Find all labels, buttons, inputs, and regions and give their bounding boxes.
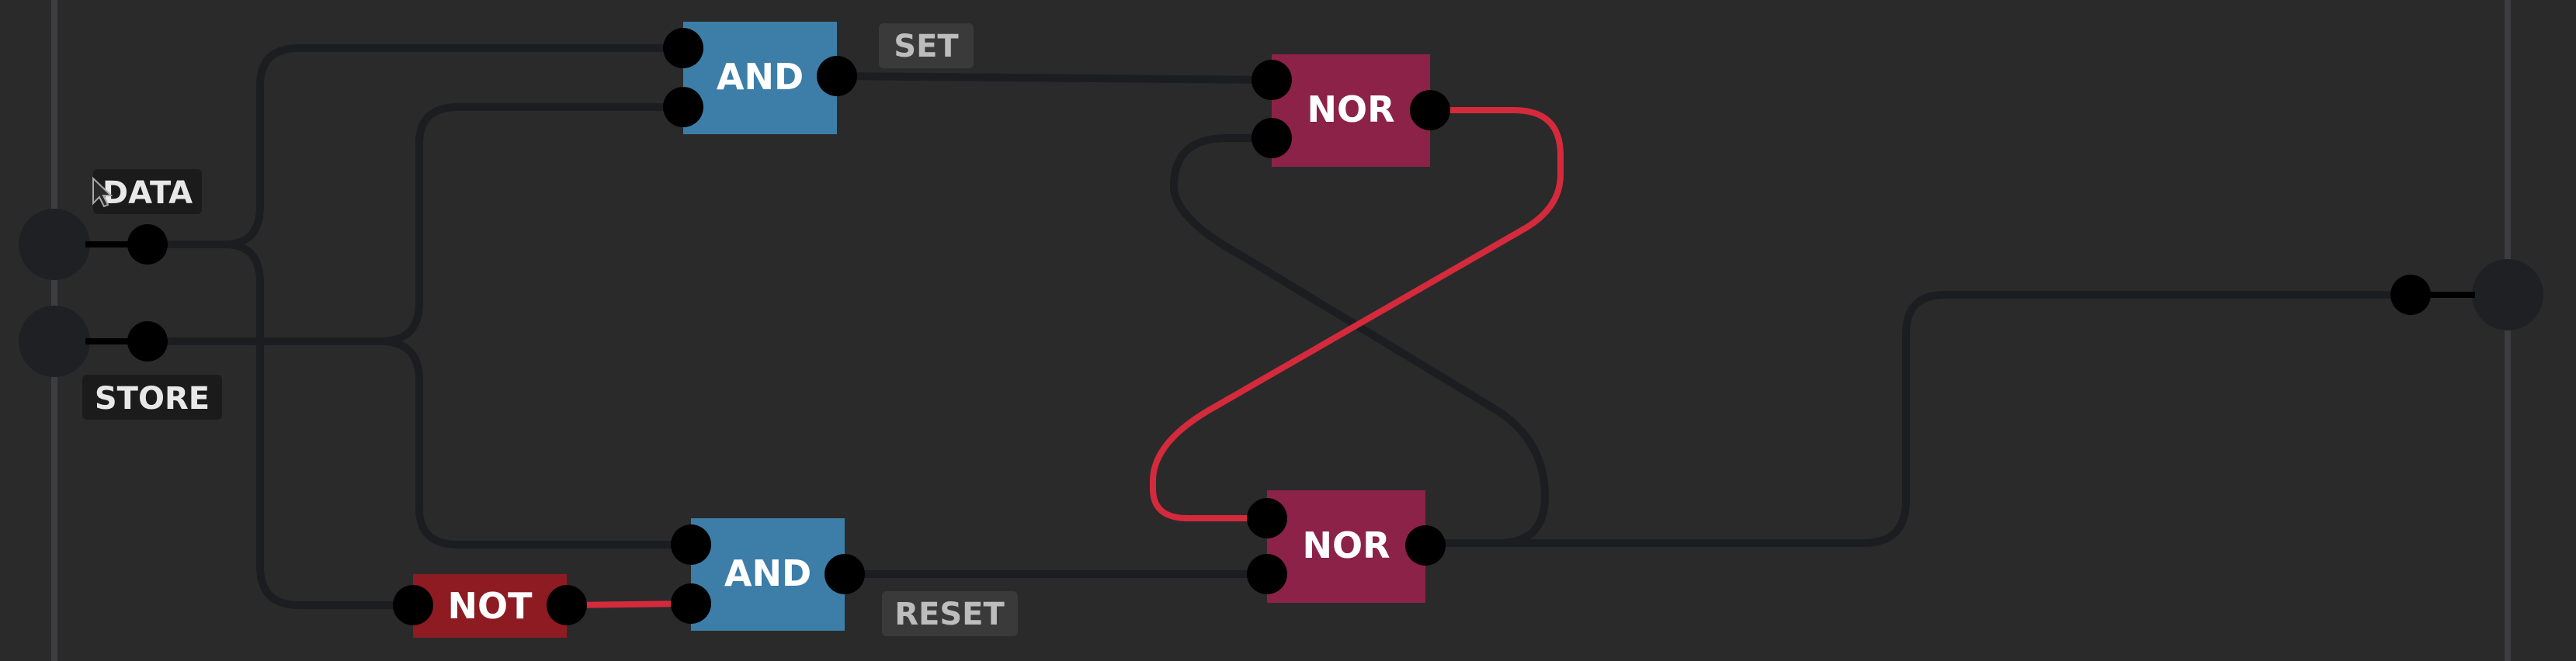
gate-and-top[interactable]: AND bbox=[663, 22, 857, 134]
wire-data-to-and-top[interactable] bbox=[144, 44, 687, 248]
pin-output-in[interactable] bbox=[2390, 275, 2431, 315]
pin-not-in[interactable] bbox=[393, 585, 433, 625]
wire-label-set-bg bbox=[879, 23, 974, 68]
pin-nor-top-in-1[interactable] bbox=[1252, 60, 1292, 100]
pin-and-top-in-2[interactable] bbox=[663, 87, 703, 127]
pin-and-top-in-1[interactable] bbox=[663, 28, 703, 68]
output-indicator bbox=[2472, 259, 2543, 330]
pin-and-bottom-out[interactable] bbox=[825, 554, 865, 594]
label-input-store: STORE bbox=[82, 375, 222, 420]
label-input-store-text: STORE bbox=[95, 381, 210, 417]
wire-set[interactable] bbox=[833, 72, 1273, 84]
gate-not[interactable]: NOT bbox=[393, 574, 587, 638]
wire-label-reset-bg bbox=[882, 591, 1018, 636]
input-toggle-data[interactable] bbox=[19, 209, 90, 280]
gate-nor-bottom-label: NOR bbox=[1302, 524, 1390, 566]
gate-nor-top-label: NOR bbox=[1307, 88, 1394, 130]
wire-label-reset-text: RESET bbox=[894, 597, 1005, 632]
gate-and-top-label: AND bbox=[717, 56, 804, 98]
pin-nor-bottom-out[interactable] bbox=[1405, 525, 1446, 566]
pin-data-out[interactable] bbox=[127, 224, 168, 265]
wire-nor-bottom-feedback[interactable] bbox=[1170, 134, 1549, 547]
gate-and-top-body[interactable] bbox=[683, 22, 837, 134]
wires-on bbox=[564, 107, 1564, 608]
gate-nor-bottom-body[interactable] bbox=[1267, 490, 1425, 603]
wire-output[interactable] bbox=[1421, 291, 2415, 547]
pin-and-top-out[interactable] bbox=[817, 56, 857, 96]
wire-nor-top-feedback[interactable] bbox=[1150, 107, 1564, 521]
mouse-cursor-icon bbox=[92, 176, 113, 208]
pin-and-bottom-in-2[interactable] bbox=[671, 583, 711, 624]
pin-nor-bottom-in-2[interactable] bbox=[1247, 554, 1287, 594]
pin-nor-top-in-2[interactable] bbox=[1252, 118, 1292, 158]
label-input-data-text: DATA bbox=[102, 175, 193, 211]
gate-not-body[interactable] bbox=[413, 574, 567, 638]
gate-nor-top[interactable]: NOR bbox=[1252, 54, 1450, 167]
gate-not-label: NOT bbox=[448, 585, 533, 627]
label-input-data-bg bbox=[93, 169, 202, 214]
label-input-data: DATA bbox=[93, 169, 202, 214]
gate-nor-bottom[interactable]: NOR bbox=[1247, 490, 1446, 603]
gate-and-bottom-body[interactable] bbox=[691, 518, 845, 631]
gate-nor-top-body[interactable] bbox=[1272, 54, 1430, 167]
pin-nor-top-out[interactable] bbox=[1410, 90, 1450, 130]
pin-nor-bottom-in-1[interactable] bbox=[1247, 498, 1287, 538]
wire-data-to-not[interactable] bbox=[221, 241, 415, 609]
wires-off bbox=[144, 44, 2415, 609]
wire-store-to-and-top[interactable] bbox=[144, 103, 687, 345]
pin-not-out[interactable] bbox=[547, 585, 587, 625]
wire-label-set: SET bbox=[879, 23, 974, 68]
wire-label-set-text: SET bbox=[894, 29, 959, 64]
gate-and-bottom-label: AND bbox=[724, 552, 811, 594]
gate-and-bottom[interactable]: AND bbox=[671, 518, 865, 631]
pin-store-out[interactable] bbox=[127, 321, 168, 362]
wire-not-to-and-bottom[interactable] bbox=[564, 600, 694, 608]
input-toggle-store[interactable] bbox=[19, 306, 90, 377]
wire-store-to-and-bottom[interactable] bbox=[377, 337, 695, 549]
label-input-store-bg bbox=[82, 375, 222, 420]
wire-label-reset: RESET bbox=[882, 591, 1018, 636]
pin-and-bottom-in-1[interactable] bbox=[671, 524, 711, 565]
